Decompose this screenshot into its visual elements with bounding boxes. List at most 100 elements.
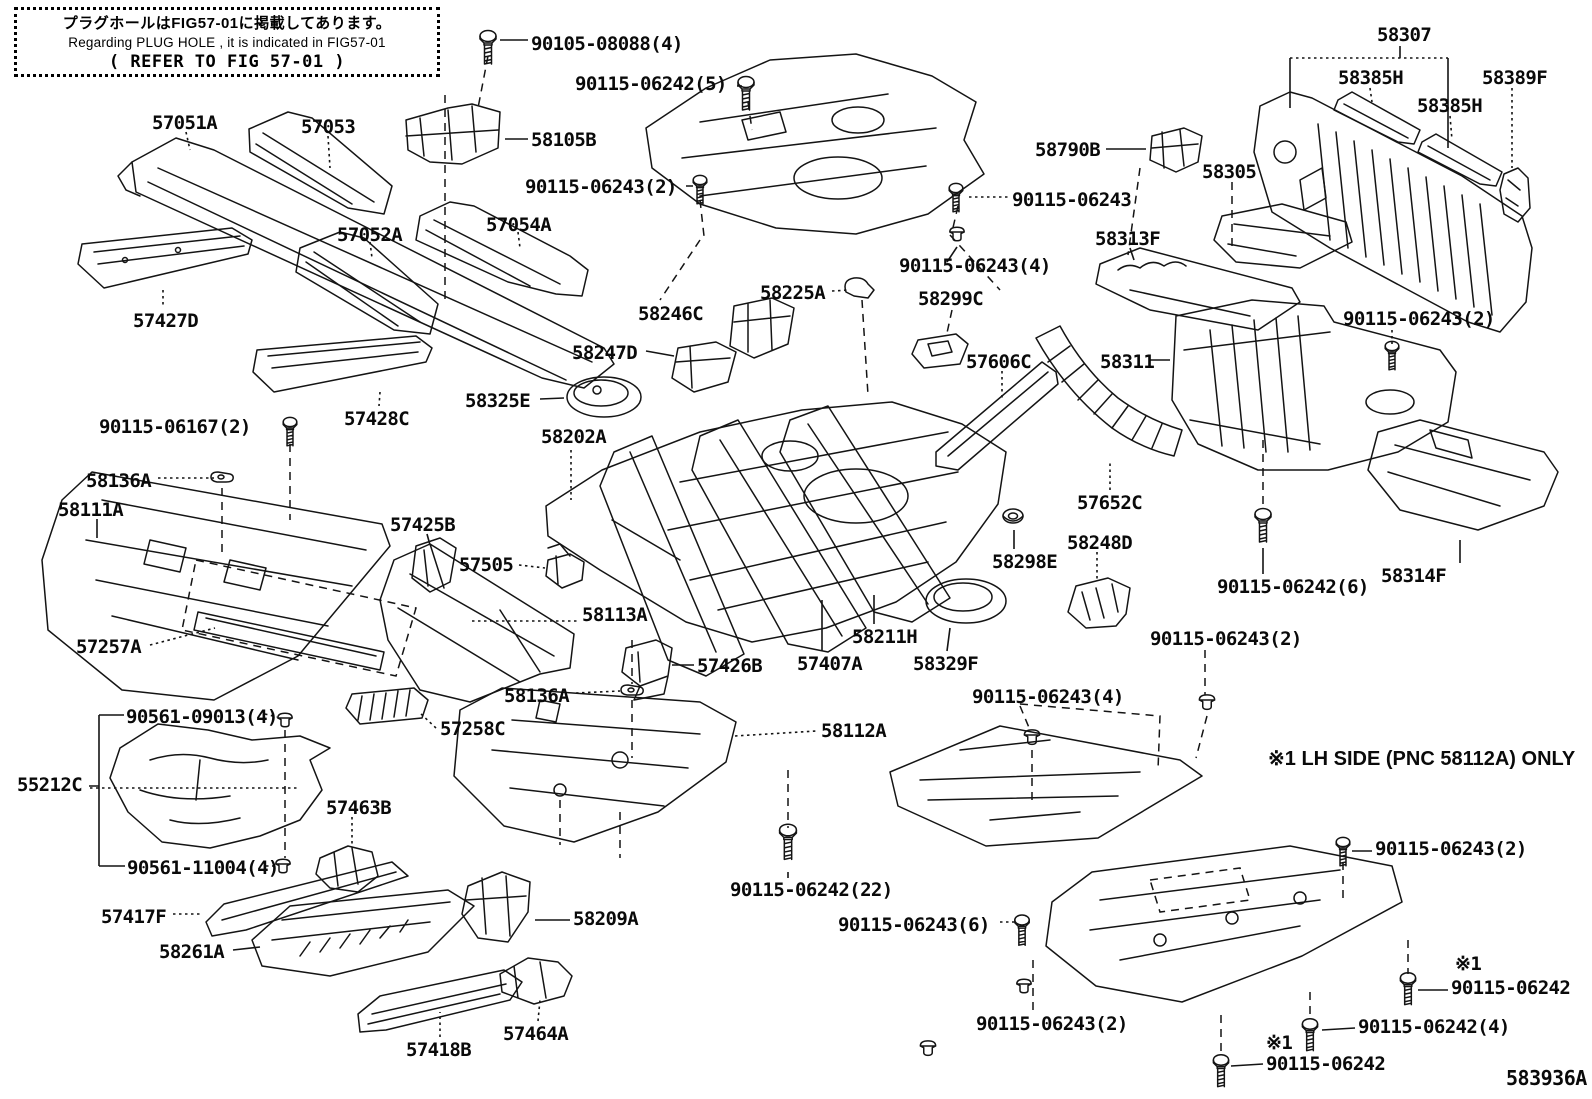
part-55212C-drawing <box>110 724 330 848</box>
push-clip-icon <box>1016 978 1032 994</box>
part-57053-drawing <box>249 112 392 214</box>
part-58111A-drawing <box>42 472 416 700</box>
part-57054A-drawing <box>416 202 588 296</box>
part-label-90115-06242-b: 90115-06242 <box>1266 1053 1386 1075</box>
clip-tab-icon <box>210 471 234 483</box>
part-57464A-drawing <box>500 958 572 1004</box>
part-57426B-drawing <box>622 640 672 700</box>
grommet-icon <box>1002 508 1024 524</box>
plug-hole-note-box: プラグホールはFIG57-01に掲載してあります。 Regarding PLUG… <box>14 7 440 77</box>
part-58299C-drawing <box>912 334 968 368</box>
part-label-57053: 57053 <box>301 116 356 138</box>
part-label-58385H-1: 58385H <box>1338 67 1404 89</box>
push-clip-icon <box>277 712 293 728</box>
diagram-code: 583936A <box>1506 1066 1587 1090</box>
note-line-japanese: プラグホールはFIG57-01に掲載してあります。 <box>62 15 392 32</box>
part-floor-rails-drawing <box>600 406 950 676</box>
part-label-90115-06243-4b: 90115-06243(4) <box>972 686 1124 708</box>
part-58790B-drawing <box>1150 128 1202 172</box>
part-label-57418B: 57418B <box>406 1039 472 1061</box>
part-label-58389F: 58389F <box>1482 67 1548 89</box>
part-label-57426B: 57426B <box>697 655 763 677</box>
part-label-90115-06242-5: 90115-06242(5) <box>575 73 727 95</box>
note-line-english: Regarding PLUG HOLE , it is indicated in… <box>68 35 386 50</box>
part-57428C-drawing <box>253 336 432 392</box>
part-58305-drawing <box>1214 204 1352 268</box>
part-label-58305: 58305 <box>1202 161 1257 183</box>
part-label-90115-06242-6: 90115-06242(6) <box>1217 576 1369 598</box>
part-label-58329F: 58329F <box>913 653 979 675</box>
part-label-x1-b: ※1 <box>1266 1032 1293 1054</box>
part-label-57051A: 57051A <box>152 112 218 134</box>
bolt-icon <box>1301 1018 1319 1052</box>
part-label-57428C: 57428C <box>344 408 410 430</box>
part-58314F-drawing <box>1368 420 1558 530</box>
part-label-x1-a: ※1 <box>1455 953 1482 975</box>
part-label-58790B: 58790B <box>1035 139 1101 161</box>
part-57052A-drawing <box>296 232 438 334</box>
part-57417F-drawing <box>206 862 408 936</box>
part-label-57425B: 57425B <box>390 514 456 536</box>
part-label-58225A: 58225A <box>760 282 826 304</box>
part-label-90115-06167-2: 90115-06167(2) <box>99 416 251 438</box>
part-57427D-drawing <box>78 228 252 288</box>
part-label-90115-06242-a: 90115-06242 <box>1451 977 1571 999</box>
clip-tab-icon <box>620 684 644 696</box>
footnote-lh-side: ※1 LH SIDE (PNC 58112A) ONLY <box>1268 748 1576 770</box>
bolt-icon <box>1384 340 1400 371</box>
part-58112A-drawing <box>454 688 736 842</box>
bolt-icon <box>778 823 798 861</box>
part-57606C-drawing <box>936 362 1058 470</box>
part-label-57606C: 57606C <box>966 351 1032 373</box>
part-label-57258C: 57258C <box>440 718 506 740</box>
part-label-57463B: 57463B <box>326 797 392 819</box>
part-label-90115-06243-2d: 90115-06243(2) <box>1375 838 1527 860</box>
part-label-58202A: 58202A <box>541 426 607 448</box>
part-label-57257A: 57257A <box>76 636 142 658</box>
part-58261A-drawing <box>252 890 474 976</box>
part-label-58307: 58307 <box>1377 24 1432 46</box>
part-label-58211H: 58211H <box>852 626 918 648</box>
part-floor-cover-lower-drawing <box>1046 846 1402 1002</box>
part-58225A-drawing <box>845 278 874 298</box>
part-58247D-drawing <box>672 342 736 392</box>
part-label-58246C: 58246C <box>638 303 704 325</box>
part-label-57052A: 57052A <box>337 224 403 246</box>
part-label-90115-06243-2e: 90115-06243(2) <box>976 1013 1128 1035</box>
part-58311-drawing <box>1172 300 1456 470</box>
part-label-55212C: 55212C <box>17 774 83 796</box>
bolt-icon <box>1399 972 1417 1006</box>
part-58248D-drawing <box>1068 578 1130 628</box>
part-58313F-drawing <box>1096 248 1300 330</box>
bolt-icon <box>1014 914 1030 946</box>
part-label-90115-06242-4: 90115-06242(4) <box>1358 1016 1510 1038</box>
part-label-90561-11004-4: 90561-11004(4) <box>127 857 279 879</box>
part-label-57407A: 57407A <box>797 653 863 675</box>
part-label-58209A: 58209A <box>573 908 639 930</box>
part-58329F-drawing <box>926 579 1006 623</box>
part-label-90115-06243-top: 90115-06243 <box>1012 189 1132 211</box>
part-label-58136A-1: 58136A <box>86 470 152 492</box>
push-clip-icon <box>949 226 965 242</box>
construction-lines-dashed <box>222 56 1408 1055</box>
part-58246C-drawing <box>730 298 794 358</box>
part-label-58385H-2: 58385H <box>1417 95 1483 117</box>
part-label-57417F: 57417F <box>101 906 167 928</box>
part-58105B-drawing <box>406 104 500 164</box>
part-label-58136A-2: 58136A <box>504 685 570 707</box>
note-line-reference: ( REFER TO FIG 57-01 ) <box>108 52 346 72</box>
part-57418B-drawing <box>358 970 522 1032</box>
part-label-58325E: 58325E <box>465 390 531 412</box>
part-label-58247D: 58247D <box>572 342 638 364</box>
part-57505-drawing <box>546 544 584 588</box>
bolt-icon <box>282 416 298 447</box>
part-label-58313F: 58313F <box>1095 228 1161 250</box>
part-label-57652C: 57652C <box>1077 492 1143 514</box>
part-57425B-drawing <box>412 538 456 592</box>
push-clip-icon <box>1198 694 1216 710</box>
part-label-58314F: 58314F <box>1381 565 1447 587</box>
push-clip-icon <box>919 1040 937 1056</box>
part-58325E-drawing <box>567 377 641 417</box>
